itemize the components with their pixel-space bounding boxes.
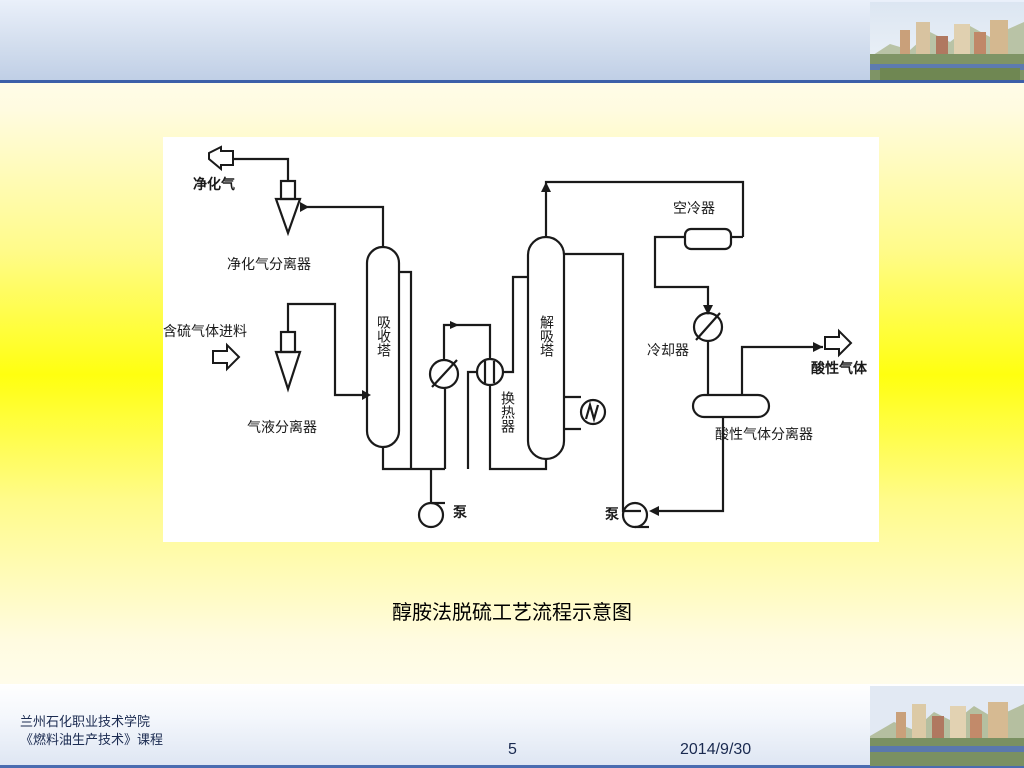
label-absorber: 吸收塔 <box>375 315 391 357</box>
label-purified-gas: 净化气 <box>193 177 235 193</box>
gas-liquid-separator-cone <box>274 350 302 393</box>
label-heat-exchanger: 换热器 <box>499 391 515 433</box>
header-divider <box>0 80 1024 83</box>
label-pump-right: 泵 <box>605 507 619 523</box>
footer-institution: 兰州石化职业技术学院 《燃料油生产技术》课程 <box>20 714 163 750</box>
right-pump-symbol <box>621 501 649 529</box>
header-band <box>0 0 1024 80</box>
footer-school: 兰州石化职业技术学院 <box>20 715 151 730</box>
process-flow-diagram: 净化气 净化气分离器 含硫气体进料 气液分离器 吸收塔 换热器 解吸塔 空冷器 … <box>163 137 879 542</box>
gas-liquid-separator-top <box>279 330 297 354</box>
city-skyline-image-top <box>870 2 1024 80</box>
left-pump-symbol <box>417 501 445 529</box>
air-cooler-symbol <box>683 227 733 251</box>
reboiler-symbol <box>579 398 607 426</box>
label-air-cooler: 空冷器 <box>673 201 715 217</box>
footer-divider <box>0 765 1024 768</box>
heat-exchanger-symbol <box>475 357 505 387</box>
slide-date: 2014/9/30 <box>680 741 752 758</box>
purified-gas-separator-cone <box>274 197 302 237</box>
label-cooler: 冷却器 <box>647 343 689 359</box>
label-sulfur-gas-feed: 含硫气体进料 <box>163 324 247 340</box>
label-acid-gas-separator: 酸性气体分离器 <box>715 427 813 443</box>
label-purified-gas-separator: 净化气分离器 <box>227 257 311 273</box>
page-number: 5 <box>508 741 517 758</box>
label-regenerator: 解吸塔 <box>538 315 554 357</box>
flow-diagram-svg <box>208 145 853 529</box>
label-pump-left: 泵 <box>453 505 467 521</box>
label-acid-gas: 酸性气体 <box>811 361 867 377</box>
acid-gas-separator-symbol <box>691 393 771 419</box>
figure-caption: 醇胺法脱硫工艺流程示意图 <box>392 600 632 624</box>
city-skyline-image-bottom <box>870 686 1024 766</box>
footer-band <box>0 684 1024 768</box>
purified-gas-separator-top <box>279 179 297 201</box>
footer-course: 《燃料油生产技术》课程 <box>20 733 164 748</box>
label-gas-liquid-separator: 气液分离器 <box>247 420 317 436</box>
